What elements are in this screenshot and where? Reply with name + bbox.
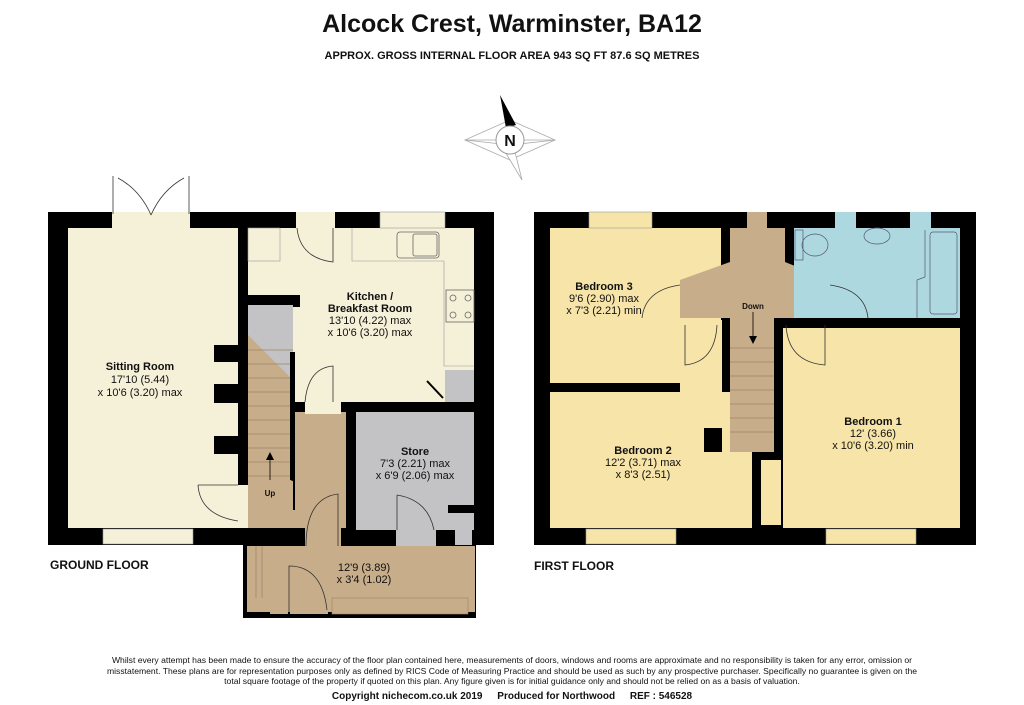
porch-dim1: 12'9 (3.89): [338, 562, 390, 574]
sitting-room-dim1: 17'10 (5.44): [111, 374, 169, 386]
kitchen-window: [379, 211, 446, 229]
sitting-room-dim2: x 10'6 (3.20) max: [98, 387, 183, 399]
bedroom2-dim2: x 8'3 (2.51): [616, 469, 671, 481]
reference: REF : 546528: [629, 691, 693, 702]
bedroom3-dim1: 9'6 (2.90) max: [569, 293, 639, 305]
bedroom2-label: Bedroom 2: [614, 445, 671, 457]
hob-icon: [445, 289, 475, 323]
bath-icon: [929, 231, 958, 315]
kitchen-label-1: Kitchen /: [347, 291, 393, 303]
bedroom1-label: Bedroom 1: [844, 416, 901, 428]
store-dim2: x 6'9 (2.06) max: [376, 470, 455, 482]
bedroom3-label: Bedroom 3: [575, 281, 632, 293]
bedroom-1: [783, 328, 960, 528]
kitchen-dim1: 13'10 (4.22) max: [329, 315, 412, 327]
porch-dim2: x 3'4 (1.02): [337, 574, 392, 586]
stairs-down-label: Down: [742, 302, 764, 311]
bedroom1-dim2: x 10'6 (3.20) min: [832, 440, 914, 452]
disclaimer: Whilst every attempt has been made to en…: [106, 655, 918, 686]
sink-icon: [396, 231, 440, 259]
sitting-room: [68, 228, 238, 528]
first-floor-label: FIRST FLOOR: [534, 559, 614, 573]
store-label: Store: [401, 446, 429, 458]
compass-north-icon: N: [463, 95, 557, 181]
ground-floor-label: GROUND FLOOR: [50, 558, 149, 572]
ground-stairs: [248, 349, 293, 477]
first-floor-plan: Down Bedroom 3 9'6 (2.90) max x 7'3 (2.2…: [534, 211, 976, 573]
store-dim1: 7'3 (2.21) max: [380, 458, 450, 470]
landing: [680, 228, 830, 318]
hallway: [295, 412, 346, 528]
copyright: Copyright nichecom.co.uk 2019: [331, 691, 483, 702]
basin-icon: [863, 227, 891, 245]
ground-floor-plan: Up Sitting Room 17'10 (5.44) x 10'6 (3.2…: [48, 176, 494, 618]
kitchen-label-2: Breakfast Room: [328, 303, 413, 315]
sitting-room-window: [102, 528, 194, 545]
compass-label: N: [504, 133, 516, 150]
bedroom2-dim1: 12'2 (3.71) max: [605, 457, 682, 469]
produced-for: Produced for Northwood: [497, 691, 616, 702]
bedroom-2: [550, 392, 752, 528]
floor-area-subtitle: APPROX. GROSS INTERNAL FLOOR AREA 943 SQ…: [324, 50, 700, 62]
bathroom: [794, 228, 960, 318]
bedroom3-dim2: x 7'3 (2.21) min: [566, 305, 641, 317]
toilet-icon: [794, 229, 829, 261]
kitchen-dim2: x 10'6 (3.20) max: [328, 327, 413, 339]
page-title: Alcock Crest, Warminster, BA12: [322, 10, 702, 38]
stairs-up-label: Up: [265, 489, 276, 498]
bedroom1-dim1: 12' (3.66): [850, 428, 896, 440]
footer-credits: Copyright nichecom.co.uk 2019 Produced f…: [0, 691, 1024, 702]
sitting-room-label: Sitting Room: [106, 361, 175, 373]
